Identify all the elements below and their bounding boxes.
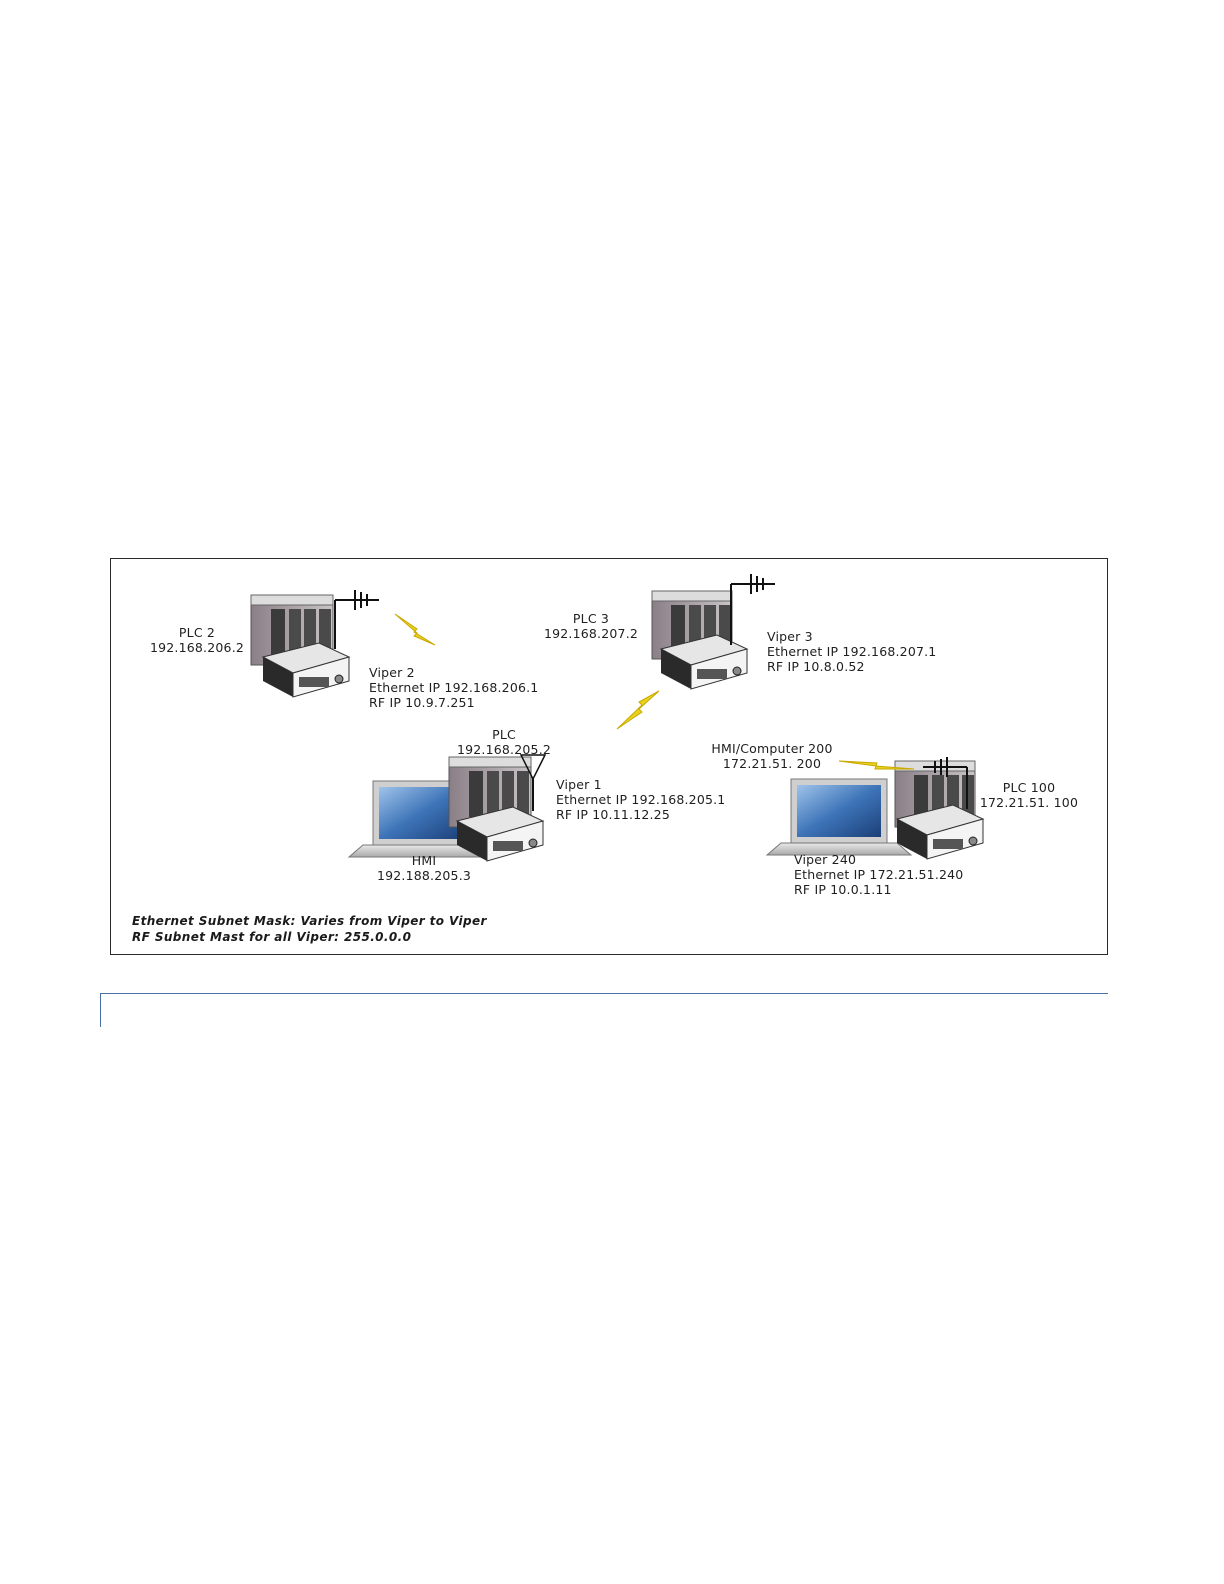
antenna-icon [519, 754, 547, 811]
ethernet-ip: Ethernet IP 192.168.207.1 [767, 644, 937, 659]
ethernet-ip: Ethernet IP 172.21.51.240 [794, 867, 964, 882]
lightning-icon [394, 613, 436, 646]
node-ip: 192.168.207.2 [543, 626, 639, 641]
plc-device-icon [250, 594, 334, 666]
viper3-label: Viper 3 Ethernet IP 192.168.207.1 RF IP … [767, 629, 936, 674]
viper-radio-icon [261, 642, 351, 698]
lightning-icon [616, 690, 660, 730]
node-ip: 192.168.205.2 [456, 742, 552, 757]
hmi200-label: HMI/Computer 200 172.21.51. 200 [697, 741, 847, 771]
viper240-label: Viper 240 Ethernet IP 172.21.51.240 RF I… [794, 852, 963, 897]
plc3-label: PLC 3 192.168.207.2 [543, 611, 639, 641]
node-ip: 192.168.206.2 [149, 640, 245, 655]
rf-ip: RF IP 10.8.0.52 [767, 659, 865, 674]
hmi-label: HMI 192.188.205.3 [369, 853, 479, 883]
viper1-label: Viper 1 Ethernet IP 192.168.205.1 RF IP … [556, 777, 725, 822]
antenna-icon [730, 574, 775, 645]
node-name: Viper 1 [556, 777, 602, 792]
node-ip: 192.188.205.3 [376, 868, 472, 883]
rf-ip: RF IP 10.9.7.251 [369, 695, 475, 710]
rf-ip: RF IP 10.11.12.25 [556, 807, 670, 822]
viper2-label: Viper 2 Ethernet IP 192.168.206.1 RF IP … [369, 665, 538, 710]
node-ip: 172.21.51. 200 [722, 756, 822, 771]
node-name: HMI [411, 853, 437, 868]
network-diagram: PLC 2 192.168.206.2 Viper 2 Ethernet IP … [110, 558, 1108, 955]
page-rule-vertical [100, 993, 101, 1027]
rf-ip: RF IP 10.0.1.11 [794, 882, 892, 897]
node-name: Viper 3 [767, 629, 813, 644]
rf-mask-note: RF Subnet Mast for all Viper: 255.0.0.0 [132, 930, 412, 944]
node-name: PLC 100 [1002, 780, 1056, 795]
page-rule-horizontal [100, 993, 1108, 994]
node-name: HMI/Computer 200 [711, 741, 833, 756]
diagram-artwork [250, 574, 985, 862]
plc-label: PLC 192.168.205.2 [453, 727, 555, 757]
antenna-icon [334, 590, 379, 649]
subnet-notes: Ethernet Subnet Mask: Varies from Viper … [132, 913, 487, 945]
ethernet-ip: Ethernet IP 192.168.205.1 [556, 792, 726, 807]
lightning-icon [838, 760, 915, 770]
node-name: Viper 240 [794, 852, 857, 867]
node-name: PLC 2 [178, 625, 216, 640]
antenna-icon [923, 757, 968, 809]
viper-radio-icon [455, 806, 545, 862]
ethernet-mask-note: Ethernet Subnet Mask: Varies from Viper … [132, 914, 487, 928]
plc100-label: PLC 100 172.21.51. 100 [977, 780, 1081, 810]
node-name: PLC [492, 727, 516, 742]
laptop-icon [765, 778, 913, 856]
node-name: Viper 2 [369, 665, 415, 680]
plc2-label: PLC 2 192.168.206.2 [149, 625, 245, 655]
viper-radio-icon [659, 634, 749, 690]
node-ip: 172.21.51. 100 [979, 795, 1079, 810]
node-name: PLC 3 [572, 611, 610, 626]
ethernet-ip: Ethernet IP 192.168.206.1 [369, 680, 539, 695]
viper-radio-icon [895, 804, 985, 860]
